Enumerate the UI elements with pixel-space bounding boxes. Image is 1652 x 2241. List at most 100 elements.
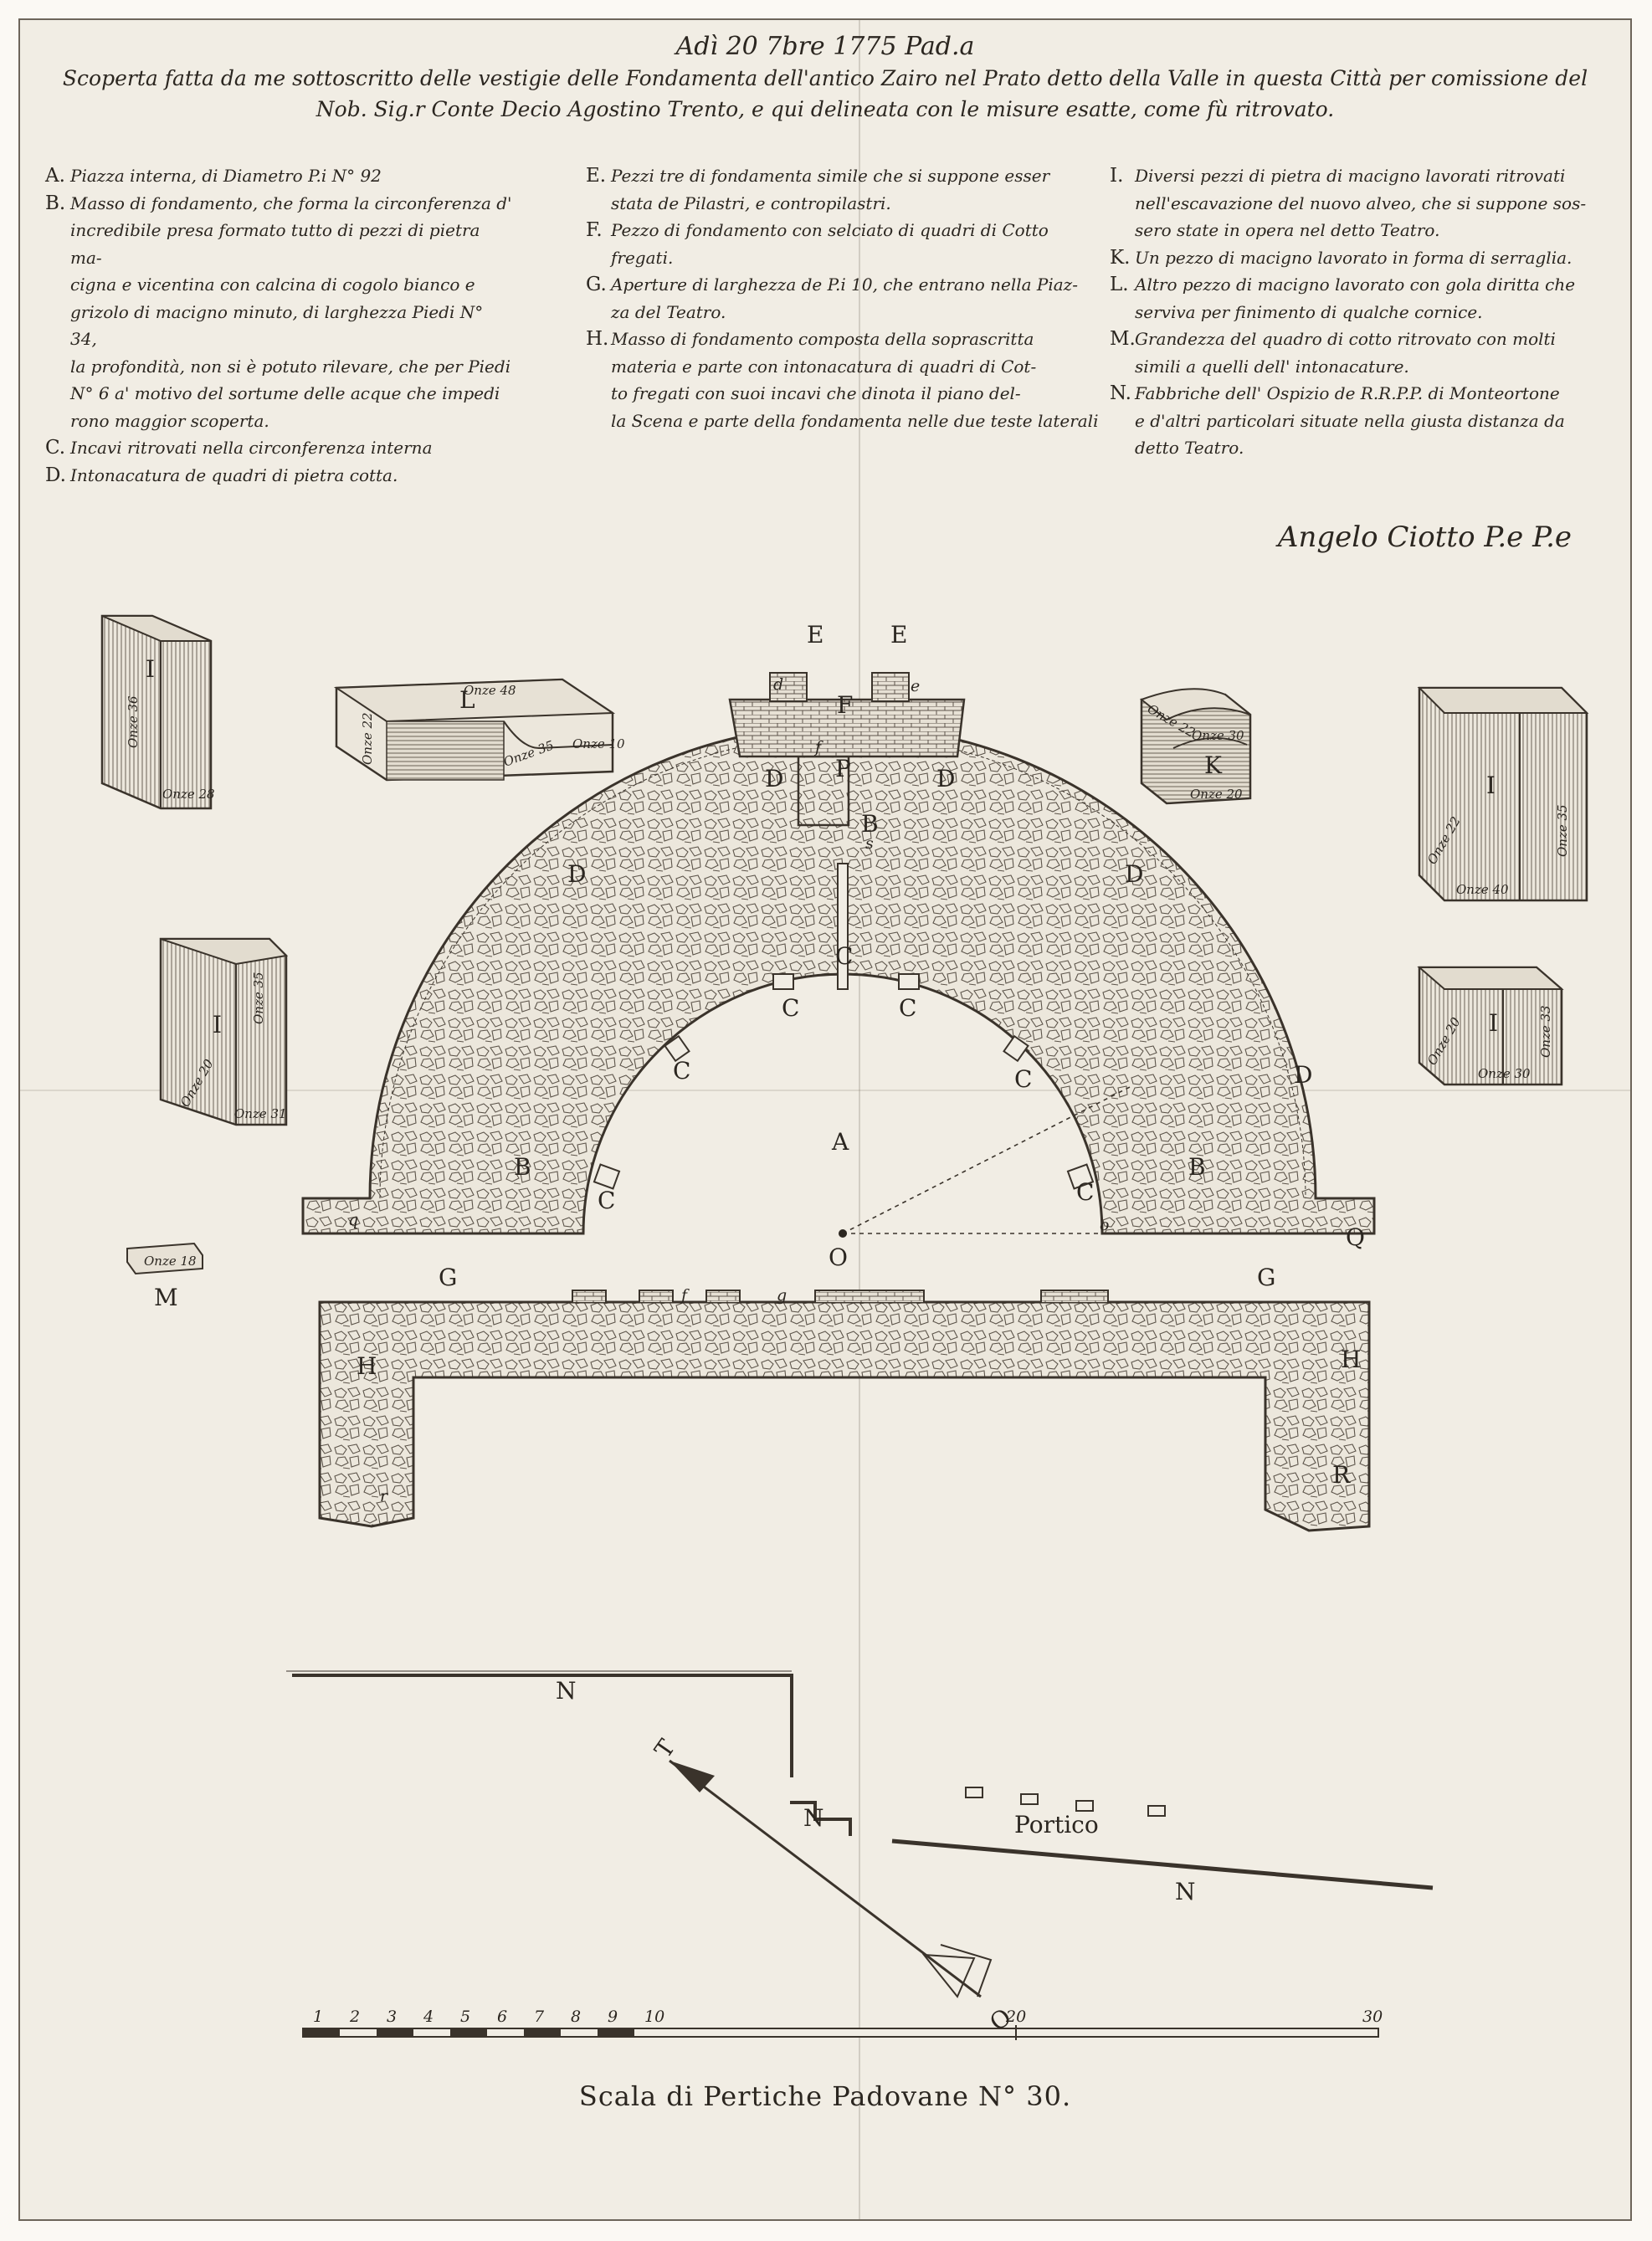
theatre-plan-drawing: A B B B C C C C C C C D D D D D E E F P … [100, 614, 1589, 2040]
svg-text:Onze 30: Onze 30 [1192, 728, 1244, 743]
legend-item-i: I.Diversi pezzi di pietra di macigno lav… [1110, 165, 1587, 240]
label-l: L [459, 686, 475, 714]
label-o-small: o [1100, 1216, 1109, 1234]
fold-line-vertical [859, 20, 860, 2219]
stone-block-i-2 [1417, 686, 1589, 902]
label-q: Q [1346, 1223, 1365, 1251]
label-g-left: G [439, 1264, 457, 1291]
label-c-2: C [899, 994, 916, 1022]
label-e-2: E [890, 621, 907, 649]
label-i-2: I [1486, 772, 1496, 799]
label-s-small: s [865, 834, 874, 853]
label-e-1: E [807, 621, 823, 649]
legend-item-c: C.Incavi ritrovati nella circonferenza i… [45, 437, 433, 459]
label-a: A [831, 1128, 849, 1156]
svg-text:20: 20 [1005, 2008, 1026, 2026]
label-d-2: D [936, 765, 955, 792]
label-n-1: N [556, 1677, 577, 1705]
label-d-4: D [1125, 860, 1143, 888]
label-d-3: D [567, 860, 586, 888]
scale-ticks: 1 2 3 4 5 6 7 8 9 10 20 30 [313, 2008, 1383, 2026]
label-d-5: D [1294, 1061, 1312, 1089]
legend-item-a: A.Piazza interna, di Diametro P.i N° 92 [45, 165, 382, 187]
svg-text:Onze 28: Onze 28 [162, 787, 215, 802]
legend-item-l: L.Altro pezzo di macigno lavorato con go… [1110, 274, 1576, 322]
svg-text:Onze 31: Onze 31 [234, 1106, 287, 1121]
label-m: M [154, 1284, 178, 1311]
stone-block-i-4 [1417, 966, 1564, 1086]
label-h-right: H [1341, 1346, 1361, 1373]
label-b-left: B [514, 1153, 531, 1181]
stone-block-i-3 [159, 937, 289, 1126]
svg-text:Onze 48: Onze 48 [464, 683, 516, 698]
svg-text:Onze 10: Onze 10 [572, 736, 625, 751]
label-d-1: D [765, 765, 783, 792]
header-line-2: Nob. Sig.r Conte Decio Agostino Trento, … [316, 97, 1335, 121]
stone-block-l [333, 678, 616, 782]
label-n-2: N [803, 1804, 824, 1832]
label-o: O [829, 1244, 848, 1271]
plan-labels: A B B B C C C C C C C D D D D D E E F P … [146, 621, 1498, 2037]
svg-text:4: 4 [423, 2008, 434, 2026]
svg-text:3: 3 [387, 2008, 397, 2026]
svg-text:Onze 36: Onze 36 [126, 695, 141, 748]
svg-text:Onze 22: Onze 22 [360, 712, 375, 765]
label-c-3: C [673, 1057, 690, 1085]
svg-text:7: 7 [534, 2008, 545, 2026]
scale-bar [302, 2025, 1379, 2040]
label-h-left: H [357, 1352, 377, 1380]
signature: Angelo Ciotto P.e P.e [1277, 521, 1572, 554]
label-g-stage: g [777, 1286, 787, 1305]
label-i-4: I [1489, 1009, 1498, 1037]
svg-text:Onze 35: Onze 35 [1555, 804, 1570, 857]
stone-block-i-1 [100, 614, 213, 810]
svg-text:30: 30 [1362, 2008, 1383, 2026]
svg-text:10: 10 [644, 2008, 664, 2026]
header-line-1: Scoperta fatta da me sottoscritto delle … [62, 66, 1588, 90]
legend-item-f: F.Pezzo di fondamento con selciato di qu… [586, 219, 1049, 268]
tile-m [126, 1242, 203, 1275]
legend-item-n: N.Fabbriche dell' Ospizio de R.R.P.P. di… [1110, 382, 1565, 458]
label-i-1: I [146, 655, 155, 683]
svg-text:2: 2 [349, 2008, 360, 2026]
label-arrow-head: T [649, 1734, 681, 1762]
buildings-n [286, 1670, 1434, 1890]
legend-column-2: E.Pezzi tre di fondamenta simile che si … [586, 162, 1105, 434]
svg-text:5: 5 [460, 2008, 470, 2026]
label-i-3: I [213, 1011, 222, 1038]
svg-text:Onze 33: Onze 33 [1538, 1005, 1553, 1058]
engraved-sheet: Adì 20 7bre 1775 Pad.a Scoperta fatta da… [18, 18, 1632, 2221]
label-b-top: B [861, 810, 879, 838]
label-b-right: B [1188, 1153, 1206, 1181]
svg-text:Onze 18: Onze 18 [144, 1254, 197, 1269]
label-r: R [1332, 1461, 1351, 1489]
legend-item-e: E.Pezzi tre di fondamenta simile che si … [586, 165, 1050, 213]
fold-line-horizontal [20, 1090, 1630, 1091]
legend-item-h: H.Masso di fondamento composta della sop… [586, 328, 1099, 431]
svg-text:Onze 40: Onze 40 [1456, 882, 1509, 897]
label-f: F [837, 691, 853, 719]
label-g-right: G [1257, 1264, 1275, 1291]
label-c-4: C [1014, 1065, 1032, 1093]
legend-item-k: K.Un pezzo di macigno lavorato in forma … [1110, 246, 1572, 269]
label-e-small: e [911, 677, 920, 695]
compass-arrow [669, 1759, 993, 1998]
label-k: K [1204, 751, 1223, 779]
label-c-5: C [598, 1187, 615, 1214]
svg-text:Onze 35: Onze 35 [251, 972, 266, 1024]
svg-text:Onze 30: Onze 30 [1478, 1066, 1531, 1081]
label-portico: Portico [1014, 1811, 1099, 1838]
stone-block-k [1139, 688, 1252, 805]
label-p: P [835, 755, 851, 782]
legend-column-3: I.Diversi pezzi di pietra di macigno lav… [1110, 162, 1629, 462]
stage-foundation [318, 1290, 1371, 1532]
label-c-center: C [835, 942, 853, 970]
legend-item-m: M.Grandezza del quadro di cotto ritrovat… [1110, 328, 1556, 377]
label-c-6: C [1076, 1178, 1094, 1206]
svg-text:Onze 20: Onze 20 [1190, 787, 1243, 802]
svg-text:1: 1 [313, 2008, 323, 2026]
label-r-small: r [380, 1487, 389, 1505]
pilaster-foundation [728, 672, 966, 827]
label-c-1: C [782, 994, 799, 1022]
legend-item-d: D.Intonacatura de quadri di pietra cotta… [45, 464, 398, 486]
